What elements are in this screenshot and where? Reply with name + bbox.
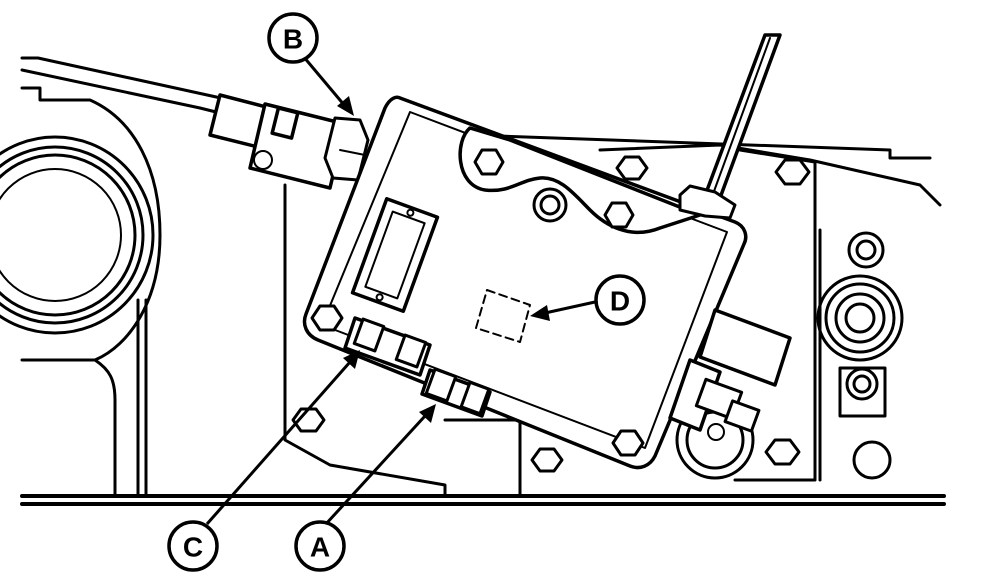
- callout-c-label: C: [183, 532, 203, 563]
- frame-housing: [0, 56, 946, 506]
- callout-d-label: D: [610, 286, 630, 317]
- lever-rod: [678, 33, 782, 220]
- callout-c: C: [167, 520, 219, 572]
- solenoid-fittings: [668, 308, 792, 441]
- port-fittings: [343, 316, 492, 418]
- callout-a: A: [294, 520, 346, 572]
- callout-d: D: [594, 274, 646, 326]
- callout-leaders: [205, 55, 596, 527]
- callout-b-label: B: [283, 24, 303, 55]
- callout-b: B: [267, 12, 319, 64]
- callout-a-label: A: [310, 532, 330, 563]
